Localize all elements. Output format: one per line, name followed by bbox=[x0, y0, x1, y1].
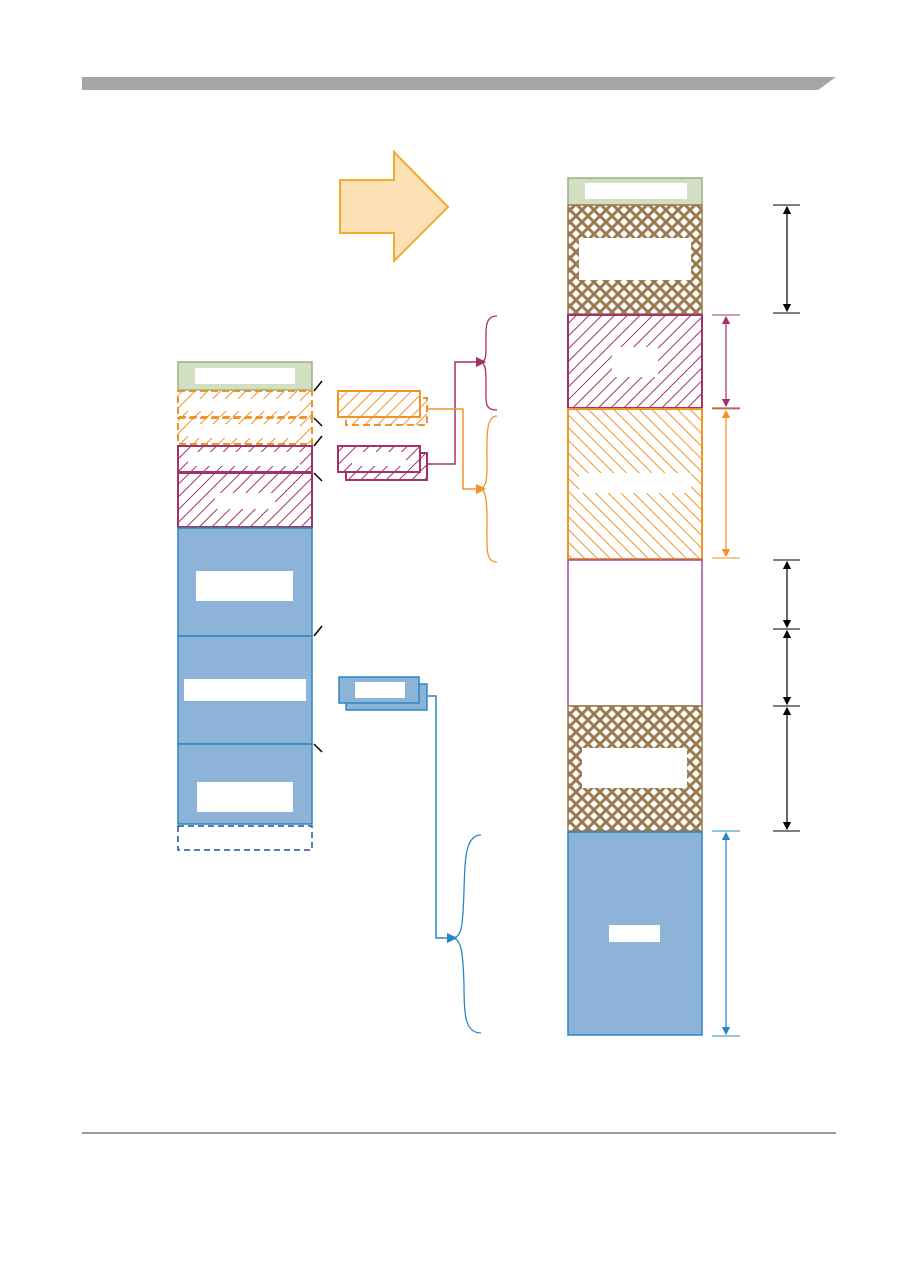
brace-blue bbox=[451, 834, 482, 1034]
left-orange-block-1-label-box bbox=[188, 399, 300, 411]
left-orange-block-2-label-box bbox=[188, 424, 300, 438]
middle-blue-group bbox=[338, 676, 428, 711]
dim-black-c bbox=[773, 706, 800, 832]
middle-magenta-group bbox=[337, 445, 428, 481]
right-green-header-label-box bbox=[585, 183, 687, 199]
left-blue-block-1-label-box bbox=[196, 571, 293, 601]
dim-blue bbox=[712, 830, 740, 1037]
header-bar bbox=[82, 77, 836, 90]
left-tick-3 bbox=[313, 435, 323, 447]
right-magenta-block-label-box bbox=[612, 347, 658, 377]
dim-black-top bbox=[773, 204, 800, 314]
left-tick-5 bbox=[313, 625, 323, 637]
dim-magenta bbox=[712, 314, 740, 409]
dim-black-a bbox=[773, 559, 800, 630]
right-orange-block-label-box bbox=[579, 473, 691, 493]
brace-orange bbox=[478, 415, 498, 563]
left-tick-4 bbox=[313, 472, 323, 482]
connector-orange bbox=[427, 408, 487, 495]
left-blue-block-3-label-box bbox=[197, 782, 293, 812]
left-blue-block-2-label-box bbox=[184, 679, 306, 701]
left-stack bbox=[177, 361, 323, 851]
left-magenta-block-1-label-box bbox=[188, 452, 300, 466]
left-green-header-label-box bbox=[195, 368, 295, 384]
dim-orange bbox=[712, 408, 740, 559]
right-purple-block bbox=[567, 559, 703, 707]
left-tick-1 bbox=[313, 380, 323, 392]
right-brown-block-1-label-box bbox=[579, 238, 691, 280]
connector-blue bbox=[427, 695, 458, 944]
left-tick-6 bbox=[313, 743, 323, 753]
left-magenta-block-2-label-box bbox=[215, 493, 275, 509]
brace-magenta bbox=[478, 315, 498, 411]
left-tick-2 bbox=[313, 417, 323, 427]
transition-arrow bbox=[339, 149, 450, 264]
right-brown-block-2-label-box bbox=[582, 748, 687, 788]
middle-orange-group bbox=[337, 390, 428, 426]
left-dashed-block bbox=[177, 825, 313, 851]
right-stack bbox=[567, 177, 703, 1036]
connector-magenta bbox=[427, 356, 487, 465]
dim-black-b bbox=[773, 629, 800, 707]
right-blue-block-label-box bbox=[609, 925, 660, 942]
